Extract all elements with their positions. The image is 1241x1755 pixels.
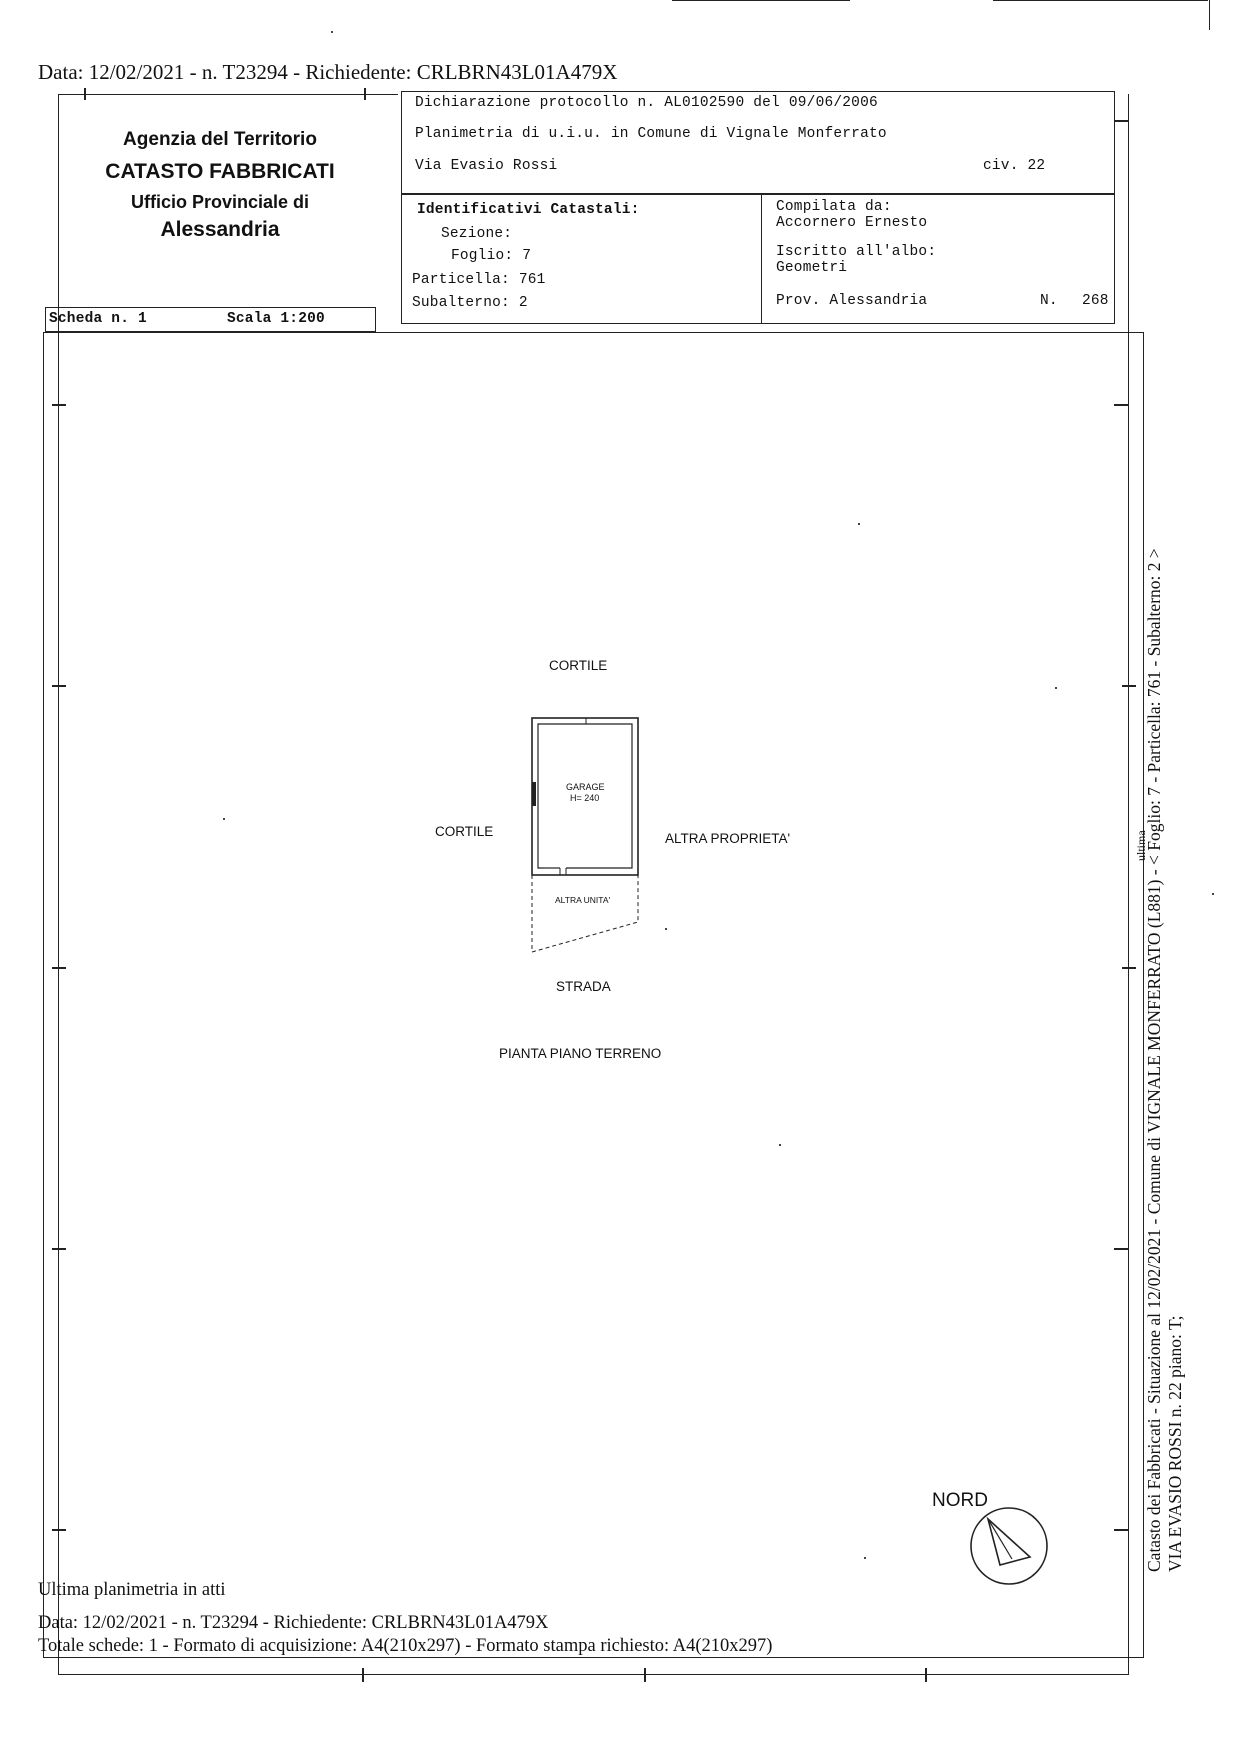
garage-height: H= 240 [570, 793, 600, 803]
top-scan-line [672, 0, 850, 1]
frame-tick [644, 1668, 646, 1682]
outer-frame-left [58, 94, 59, 1674]
footer-request-info: Data: 12/02/2021 - n. T23294 - Richieden… [38, 1613, 549, 1633]
frame-tick [1122, 967, 1136, 969]
scan-dot [1055, 687, 1057, 689]
label-altra-proprieta: ALTRA PROPRIETA' [665, 831, 791, 846]
footer-last-plan: Ultima planimetria in atti [38, 1580, 226, 1600]
frame-tick [52, 685, 66, 687]
identifiers-divider [761, 194, 762, 324]
scan-dot [1212, 893, 1214, 895]
office-block: Agenzia del Territorio CATASTO FABBRICAT… [60, 128, 380, 244]
top-scan-line-right [993, 0, 1208, 1]
label-strada: STRADA [556, 979, 611, 994]
compiler-name: Accornero Ernesto [776, 215, 928, 231]
scan-dot [223, 818, 225, 820]
frame-tick [362, 1668, 364, 1682]
frame-tick [52, 1529, 66, 1531]
identifiers-box [401, 194, 1115, 324]
identifier-foglio: Foglio: 7 [451, 248, 532, 264]
scan-dot [858, 523, 860, 525]
declaration-planimetry: Planimetria di u.i.u. in Comune di Vigna… [415, 126, 887, 142]
right-scan-edge [1209, 0, 1210, 30]
identifier-sezione: Sezione: [441, 226, 513, 242]
frame-tick [52, 404, 66, 406]
scan-dot [779, 1144, 781, 1146]
identifier-subalterno: Subalterno: 2 [412, 295, 528, 311]
identifier-particella: Particella: 761 [412, 272, 546, 288]
catasto-title: CATASTO FABBRICATI [105, 160, 335, 183]
declaration-box [401, 91, 1115, 194]
frame-tick [1122, 685, 1136, 687]
side-cadastre-info: Catasto dei Fabbricati - Situazione al 1… [1144, 548, 1186, 1572]
north-arrow-icon [970, 1507, 1048, 1585]
footer-format-info: Totale schede: 1 - Formato di acquisizio… [38, 1636, 773, 1656]
frame-tick [52, 1248, 66, 1250]
altra-unita-label: ALTRA UNITA' [555, 895, 611, 905]
agency-name: Agenzia del Territorio [123, 129, 317, 150]
side-stamp: ultima [1134, 830, 1148, 861]
side-line-address: VIA EVASIO ROSSI n. 22 piano: T; [1165, 1315, 1185, 1572]
scan-dot [331, 31, 333, 33]
outer-frame-top [58, 94, 398, 95]
sheet-number: Scheda n. 1 [49, 311, 147, 327]
frame-tick [1114, 404, 1128, 406]
label-cortile-left: CORTILE [435, 824, 494, 839]
compiler-registered-value: Geometri [776, 260, 848, 276]
frame-tick [364, 88, 366, 100]
side-line-situation: Catasto dei Fabbricati - Situazione al 1… [1144, 548, 1164, 1572]
scan-dot [864, 1557, 866, 1559]
scan-dot [665, 928, 667, 930]
outer-frame-bottom [58, 1674, 1129, 1675]
frame-tick [84, 88, 86, 100]
compiler-title: Compilata da: [776, 199, 892, 215]
label-cortile-top: CORTILE [549, 658, 608, 673]
sheet-scale: Scala 1:200 [227, 311, 325, 327]
declaration-address: Via Evasio Rossi [415, 158, 558, 174]
frame-tick [1114, 120, 1128, 122]
office-city: Alessandria [160, 218, 280, 241]
compiler-n-value: 268 [1082, 293, 1109, 309]
garage-label: GARAGE [566, 782, 605, 792]
frame-tick [1114, 1529, 1128, 1531]
frame-tick [1114, 1248, 1128, 1250]
header-request-info: Data: 12/02/2021 - n. T23294 - Richieden… [38, 60, 618, 84]
compiler-province: Prov. Alessandria [776, 293, 928, 309]
frame-tick [925, 1668, 927, 1682]
compiler-registered-title: Iscritto all'albo: [776, 244, 937, 260]
north-label: NORD [932, 1490, 988, 1511]
drawing-frame [43, 332, 1144, 1658]
frame-tick [52, 967, 66, 969]
declaration-civ: civ. 22 [983, 158, 1046, 174]
sheet-box [45, 307, 376, 332]
office-provincial: Ufficio Provinciale di [130, 192, 310, 212]
identifiers-title: Identificativi Catastali: [417, 202, 640, 218]
declaration-protocol: Dichiarazione protocollo n. AL0102590 de… [415, 95, 878, 111]
compiler-n-label: N. [1040, 293, 1058, 309]
label-pianta: PIANTA PIANO TERRENO [499, 1046, 662, 1061]
outer-frame-right [1128, 94, 1129, 1674]
garage-floor-plan [531, 717, 639, 953]
